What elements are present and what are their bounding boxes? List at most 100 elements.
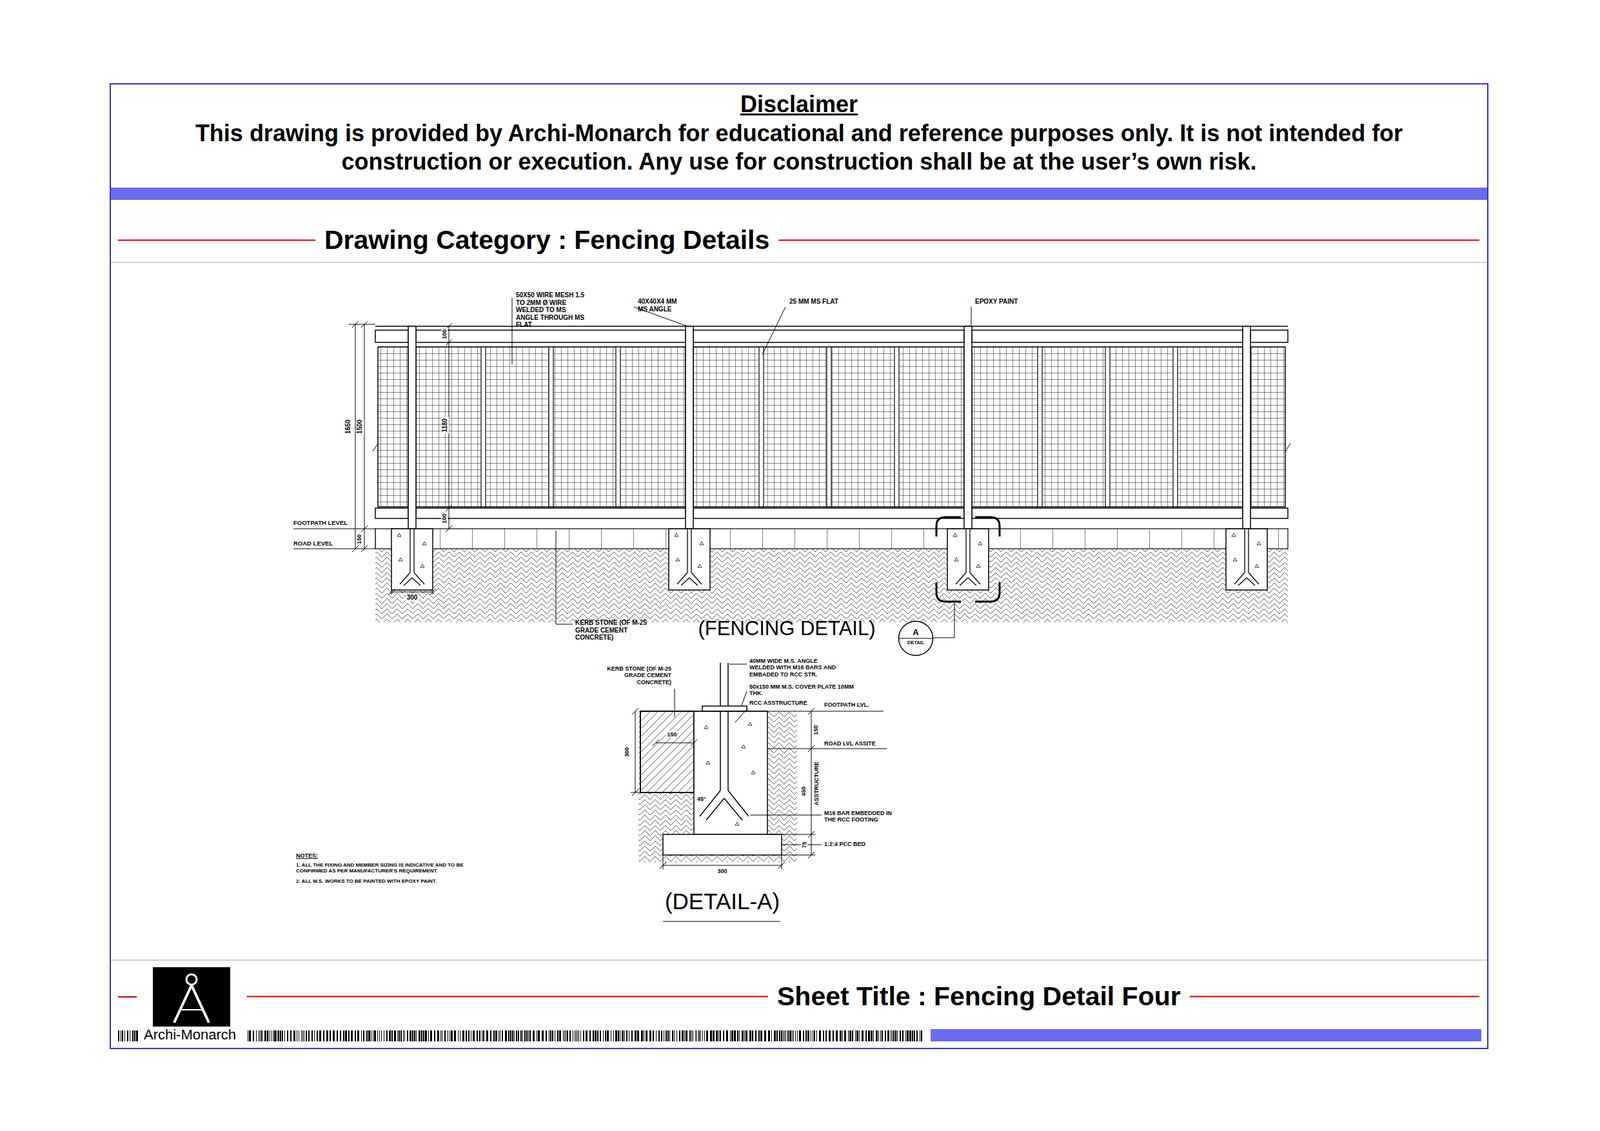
barcode-bar — [277, 1030, 280, 1042]
rcc-footing — [391, 528, 433, 591]
concrete-speck — [397, 533, 427, 568]
leader-line — [674, 664, 822, 845]
barcode-bar — [512, 1030, 514, 1042]
anchor-bar — [677, 528, 702, 586]
leader-line — [971, 306, 972, 326]
detail-highlight — [975, 582, 1000, 602]
barcode-bar — [377, 1030, 378, 1042]
title-underline — [662, 920, 781, 922]
barcode-bar — [905, 1030, 907, 1042]
barcode-bar — [787, 1030, 789, 1042]
note-text: 1. ALL THE FIXING AND MEMBER SIZING IS I… — [296, 862, 490, 874]
barcode-bar — [252, 1030, 255, 1042]
barcode-bar — [274, 1030, 277, 1042]
barcode-bar — [878, 1030, 880, 1042]
callout-sheet: DETAIL — [897, 640, 934, 646]
barcode-bar — [718, 1030, 720, 1042]
barcode-bar — [691, 1030, 692, 1042]
barcode-bar — [733, 1030, 736, 1042]
logo-mark — [152, 967, 231, 1029]
barcode-bar — [828, 1030, 831, 1042]
dimension-line — [652, 739, 698, 747]
barcode-bar — [619, 1030, 621, 1042]
fence-frame — [971, 330, 1243, 343]
barcode-bar — [784, 1030, 785, 1042]
detail-kerb — [640, 711, 694, 793]
callout-label: 50x150 MM M.S. COVER PLATE 10MM THK. — [749, 683, 860, 698]
ground-hatch — [375, 548, 1288, 623]
detail-rcc — [702, 706, 747, 712]
barcode-bar — [423, 1030, 425, 1042]
barcode-bar — [706, 1030, 709, 1042]
barcode-bar — [565, 1030, 567, 1042]
callout-label: EPOXY PAINT — [975, 297, 1018, 306]
barcode-bar — [741, 1030, 744, 1042]
barcode-bar — [890, 1030, 892, 1042]
dimension-line — [352, 321, 359, 553]
title-underline — [662, 920, 781, 922]
barcode-bar — [498, 1030, 500, 1042]
barcode-bar — [887, 1030, 890, 1042]
red-rule — [1189, 996, 1480, 998]
barcode-bar — [323, 1030, 325, 1042]
barcode-bar — [812, 1030, 814, 1042]
barcode-bar — [868, 1030, 870, 1042]
barcode-bar — [685, 1030, 688, 1042]
separator-line — [110, 261, 1488, 264]
barcode-bar — [486, 1030, 489, 1042]
barcode-bar — [744, 1030, 745, 1042]
barcode-bar — [592, 1030, 594, 1042]
barcode-bar — [698, 1030, 700, 1042]
barcode-bar — [383, 1030, 385, 1042]
barcode-bar — [363, 1030, 365, 1042]
barcode-bar — [259, 1030, 261, 1042]
barcode-bar — [394, 1030, 396, 1042]
barcode-bar — [899, 1030, 901, 1042]
barcode-bar — [832, 1030, 834, 1042]
wire-mesh — [971, 346, 1243, 507]
barcode-bar — [861, 1030, 864, 1042]
barcode-bar — [248, 1030, 251, 1042]
detail-ground — [638, 711, 798, 863]
view-title: (FENCING DETAIL) — [698, 617, 876, 641]
barcode-bar — [870, 1030, 873, 1042]
footer-band — [930, 1029, 1482, 1042]
ms-flat — [1105, 346, 1110, 507]
barcode-bar — [508, 1030, 510, 1042]
barcode-bar — [437, 1030, 440, 1042]
barcode-bar — [574, 1030, 576, 1042]
barcode-bar — [379, 1030, 380, 1042]
barcode-bar — [572, 1030, 574, 1042]
barcode-bar — [421, 1030, 423, 1042]
barcode-bar — [303, 1030, 305, 1042]
barcode-bar — [476, 1030, 478, 1042]
barcode-bar — [661, 1030, 663, 1042]
barcode-bar — [739, 1030, 740, 1042]
barcode-bar — [665, 1030, 667, 1042]
barcode-bar — [859, 1030, 860, 1042]
callout-label: 25 MM MS FLAT — [789, 297, 839, 306]
detail-post — [720, 662, 729, 791]
barcode-bar — [305, 1030, 307, 1042]
barcode-bar — [276, 1030, 278, 1042]
concrete-speck — [1231, 533, 1261, 568]
barcode-bar — [134, 1030, 136, 1042]
barcode-bar — [667, 1030, 669, 1042]
anchor-bar — [399, 528, 425, 586]
barcode-bar — [441, 1030, 443, 1042]
barcode-bar — [513, 1030, 515, 1042]
barcode-bar — [501, 1030, 504, 1042]
ms-flat — [615, 346, 621, 507]
barcode-bar — [795, 1030, 796, 1042]
barcode-bar — [504, 1030, 507, 1042]
barcode-bar — [658, 1030, 660, 1042]
barcode-bar — [684, 1030, 685, 1042]
barcode-bar — [916, 1030, 918, 1042]
barcode-bar — [412, 1030, 414, 1042]
barcode-bar — [641, 1030, 643, 1042]
barcode-bar — [751, 1030, 754, 1042]
disclaimer-heading: Disclaimer — [740, 90, 858, 118]
barcode-bar — [628, 1030, 630, 1042]
ground-hatch — [375, 548, 1288, 623]
dimension-text: 300 — [405, 593, 420, 602]
